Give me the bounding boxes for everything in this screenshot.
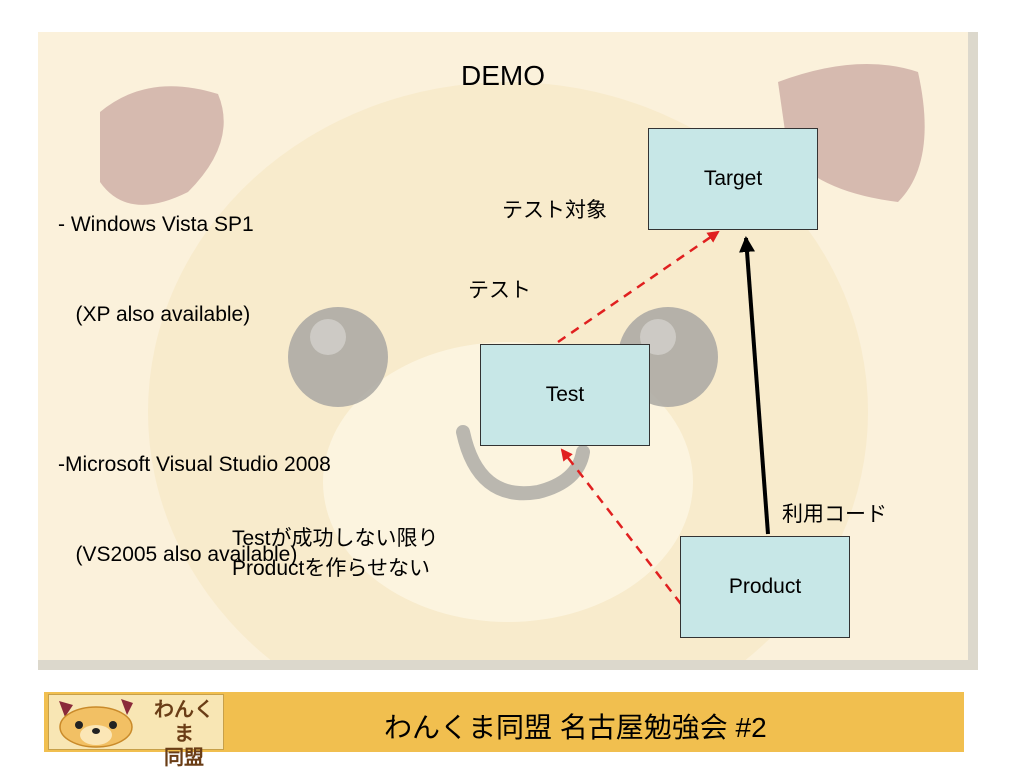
product-to-target-arrow — [739, 236, 770, 535]
requirement-line: - Windows Vista SP1 — [58, 213, 254, 236]
slide-title: DEMO — [461, 60, 545, 91]
usage-code-label: 利用コード — [782, 503, 887, 526]
test-label: テスト — [468, 279, 531, 302]
wankuma-logo: わんくま 同盟 — [48, 694, 224, 769]
requirement-line: (VS2005 also available) — [58, 543, 298, 566]
logo-text: わんくま 同盟 — [145, 698, 223, 770]
test-box: Test — [480, 344, 650, 446]
footer-bar: わんくま 同盟 わんくま同盟 名古屋勉強会 #2 — [44, 692, 964, 769]
requirement-line: (XP also available) — [58, 303, 251, 326]
diagram-arrows — [557, 230, 770, 605]
bear-face-icon — [59, 699, 133, 748]
product-to-test-arrow — [560, 448, 682, 605]
test-target-label: テスト対象 — [502, 199, 607, 222]
footer-title: わんくま同盟 名古屋勉強会 #2 — [384, 712, 767, 743]
note-line-1: Testが成功しない限り — [232, 527, 439, 550]
requirements-list: - Windows Vista SP1 (XP also available) … — [58, 150, 331, 630]
product-box: Product — [680, 536, 850, 638]
target-box-label: Target — [703, 167, 763, 190]
requirement-line: -Microsoft Visual Studio 2008 — [58, 453, 331, 476]
slide: DEMO - Windows Vista SP1 (XP also availa… — [38, 32, 978, 670]
logo-text-line2: 同盟 — [164, 747, 204, 769]
test-to-target-arrow — [557, 230, 720, 344]
note-line-2: Productを作らせない — [232, 557, 430, 580]
logo-text-line1: わんくま — [154, 699, 214, 745]
test-box-label: Test — [545, 383, 585, 406]
target-box: Target — [648, 128, 818, 230]
product-box-label: Product — [728, 575, 802, 598]
slide-panel: DEMO - Windows Vista SP1 (XP also availa… — [38, 32, 978, 670]
